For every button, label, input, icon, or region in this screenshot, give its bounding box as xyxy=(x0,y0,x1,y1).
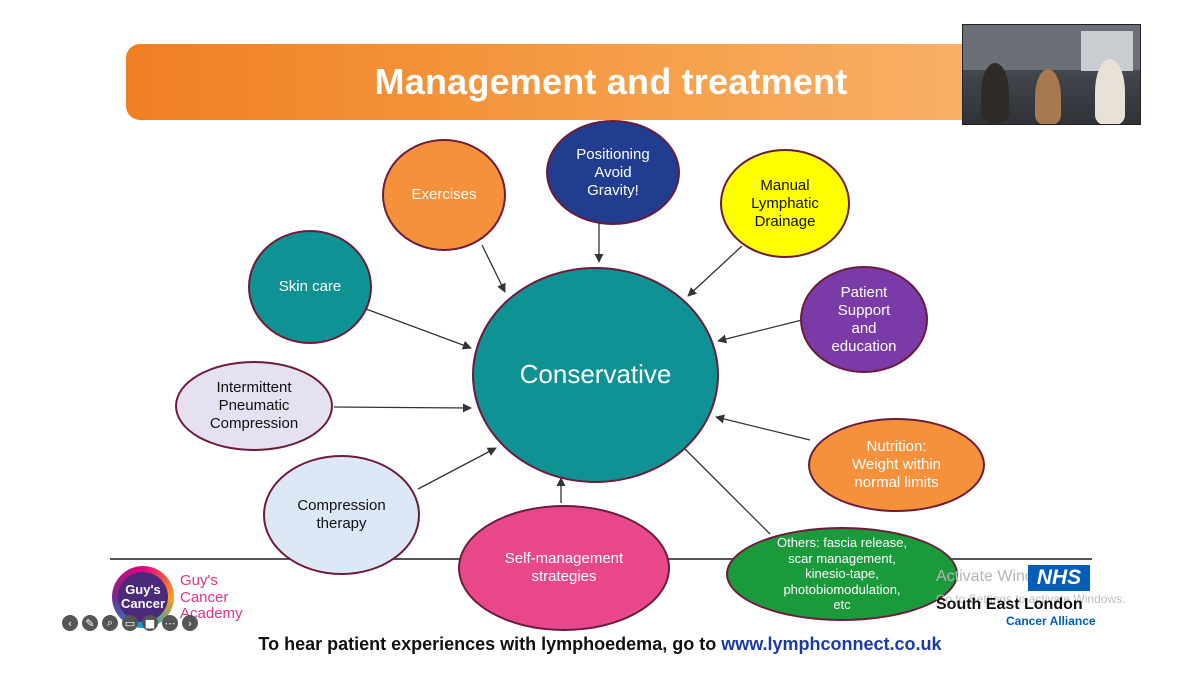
back-icon[interactable]: ‹ xyxy=(62,615,78,631)
pen-icon[interactable]: ✎ xyxy=(82,615,98,631)
node-manual-lymphatic-drainage-label: Manual Lymphatic Drainage xyxy=(751,176,819,230)
nhs-logo: NHS xyxy=(1028,565,1090,591)
node-patient-support-label: Patient Support and education xyxy=(831,283,897,355)
footer-link[interactable]: www.lymphconnect.co.uk xyxy=(721,634,942,654)
footer-text: To hear patient experiences with lymphoe… xyxy=(258,634,722,654)
node-others-label: Others: fascia release, scar management,… xyxy=(776,535,908,613)
node-positioning-label: Positioning Avoid Gravity! xyxy=(576,145,650,199)
south-east-london-text: South East London xyxy=(936,596,1083,613)
presentation-toolbar: ‹ ✎ ⌕ ▭ ■ ⋯ › xyxy=(62,614,198,632)
zoom-icon[interactable]: ⌕ xyxy=(102,615,118,631)
cancer-alliance-text: Cancer Alliance xyxy=(1006,614,1096,628)
forward-icon[interactable]: › xyxy=(182,615,198,631)
video-inset[interactable] xyxy=(962,24,1141,125)
arrow-skin-care xyxy=(365,308,472,350)
node-intermittent-pneumatic-compression: Intermittent Pneumatic Compression xyxy=(175,361,333,451)
node-nutrition: Nutrition: Weight within normal limits xyxy=(808,418,985,512)
node-skin-care-label: Skin care xyxy=(278,278,342,295)
video-person-1 xyxy=(981,63,1009,123)
arrow-patient-support xyxy=(717,319,803,344)
screen-icon[interactable]: ■ xyxy=(142,615,158,631)
arrow-manual-lymphatic-drainage xyxy=(687,245,743,297)
node-manual-lymphatic-drainage: Manual Lymphatic Drainage xyxy=(720,149,850,258)
arrow-intermittent-pneumatic-compression xyxy=(333,403,472,413)
node-compression-therapy: Compression therapy xyxy=(263,455,420,575)
node-skin-care: Skin care xyxy=(248,230,372,344)
arrow-exercises xyxy=(481,244,506,293)
node-intermittent-pneumatic-compression-label: Intermittent Pneumatic Compression xyxy=(209,379,299,432)
video-person-3 xyxy=(1095,59,1125,124)
node-others: Others: fascia release, scar management,… xyxy=(726,527,958,621)
footer-message: To hear patient experiences with lymphoe… xyxy=(0,634,1200,655)
node-positioning: Positioning Avoid Gravity! xyxy=(546,120,680,225)
slide-title: Management and treatment xyxy=(374,61,848,102)
more-icon[interactable]: ⋯ xyxy=(162,615,178,631)
title-bar: Management and treatment xyxy=(126,44,1096,120)
arrow-compression-therapy xyxy=(417,447,497,490)
video-person-2 xyxy=(1035,69,1061,124)
node-exercises-label: Exercises xyxy=(411,186,477,203)
node-patient-support: Patient Support and education xyxy=(800,266,928,373)
node-conservative-label: Conservative xyxy=(519,359,672,390)
node-nutrition-label: Nutrition: Weight within normal limits xyxy=(852,438,941,491)
node-compression-therapy-label: Compression therapy xyxy=(297,497,386,532)
node-exercises: Exercises xyxy=(382,139,506,251)
guys-cancer-logo-text: Guy's Cancer xyxy=(118,572,168,622)
node-self-management-label: Self-management strategies xyxy=(504,550,624,585)
arrow-others xyxy=(678,442,771,535)
captions-icon[interactable]: ▭ xyxy=(122,615,138,631)
activate-windows-subtitle: Go to Settings to activate Windows. xyxy=(936,592,1126,606)
node-self-management: Self-management strategies xyxy=(458,505,670,631)
node-conservative: Conservative xyxy=(472,267,719,483)
arrow-nutrition xyxy=(715,414,811,441)
